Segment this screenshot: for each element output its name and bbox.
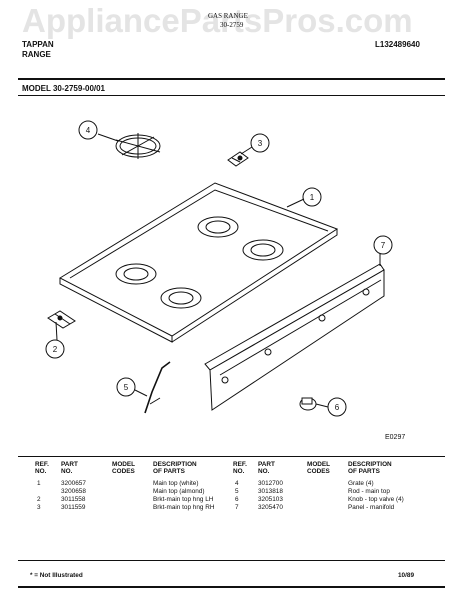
row-part: 3012700 <box>258 480 283 487</box>
callout-3: 3 <box>258 139 263 148</box>
header-ref: REF. <box>35 461 49 468</box>
header-part-no-right: NO. <box>258 468 270 475</box>
row-desc: Main top (white) <box>153 480 199 487</box>
revision-date: 10/89 <box>398 572 414 579</box>
row-part: 3205103 <box>258 496 283 503</box>
header-ref-right: REF. <box>233 461 247 468</box>
header-part: PART <box>61 461 78 468</box>
main-top-rod <box>144 361 171 414</box>
model-title: MODEL 30-2759-00/01 <box>22 84 106 93</box>
header-desc-parts: OF PARTS <box>153 468 185 475</box>
row-ref: 4 <box>235 480 239 487</box>
row-desc: Main top (almond) <box>153 488 205 495</box>
bottom-rule <box>18 586 445 588</box>
diagram-code: E0297 <box>385 434 405 441</box>
table-top-rule <box>18 456 445 457</box>
callout-1: 1 <box>310 193 315 202</box>
row-desc: Grate (4) <box>348 480 374 487</box>
product-label: RANGE <box>22 50 51 59</box>
not-illustrated-note: * = Not Illustrated <box>30 572 83 579</box>
callout-6: 6 <box>335 403 340 412</box>
row-desc: Rod - main top <box>348 488 390 495</box>
row-part: 3200658 <box>61 488 86 495</box>
header-ref-no-right: NO. <box>233 468 245 475</box>
subtitle: GAS RANGE <box>208 12 248 20</box>
row-part: 3011558 <box>61 496 86 503</box>
header-part-right: PART <box>258 461 275 468</box>
row-desc: Panel - manifold <box>348 504 395 511</box>
parts-table: REF. NO. PART NO. MODEL CODES DESCRIPTIO… <box>0 461 463 531</box>
header-model-right: MODEL <box>307 461 331 468</box>
row-desc: Knob - top valve (4) <box>348 496 404 503</box>
row-part: 3013818 <box>258 488 283 495</box>
row-desc: Brkt-main top hng RH <box>153 504 215 511</box>
row-part: 3200657 <box>61 480 86 487</box>
footer-rule <box>18 560 445 561</box>
parts-diagram: 4 3 1 2 5 6 7 E0297 <box>45 120 405 441</box>
header-model-codes: CODES <box>112 468 135 475</box>
header-desc-right: DESCRIPTION <box>348 461 392 468</box>
row-ref: 5 <box>235 488 239 495</box>
row-ref: 2 <box>37 496 41 503</box>
watermark: AppliancePartsPros.com <box>22 2 413 39</box>
row-desc: Brkt-main top hng LH <box>153 496 214 503</box>
top-rule <box>18 78 445 80</box>
model-rule <box>18 95 445 96</box>
header-desc: DESCRIPTION <box>153 461 197 468</box>
hinge-bracket-rh <box>227 151 249 167</box>
manifold-panel <box>204 263 385 411</box>
header-part-no: NO. <box>61 468 73 475</box>
callout-2: 2 <box>53 345 58 354</box>
header-ref-no: NO. <box>35 468 47 475</box>
row-part: 3205470 <box>258 504 283 511</box>
row-ref: 6 <box>235 496 239 503</box>
row-ref: 3 <box>37 504 41 511</box>
row-part: 3011559 <box>61 504 86 511</box>
header-model: MODEL <box>112 461 136 468</box>
callout-4: 4 <box>86 126 91 135</box>
document-code: L132489640 <box>375 40 420 49</box>
hinge-bracket-lh <box>47 310 76 329</box>
brand-label: TAPPAN <box>22 40 54 49</box>
callout-5: 5 <box>124 383 129 392</box>
callout-7: 7 <box>381 241 386 250</box>
header-desc-parts-right: OF PARTS <box>348 468 380 475</box>
valve-knob <box>299 397 317 411</box>
subtitle-number: 30-2759 <box>220 21 244 29</box>
row-ref: 1 <box>37 480 41 487</box>
grate <box>115 133 161 159</box>
header-model-codes-right: CODES <box>307 468 330 475</box>
main-top <box>58 182 339 343</box>
row-ref: 7 <box>235 504 239 511</box>
